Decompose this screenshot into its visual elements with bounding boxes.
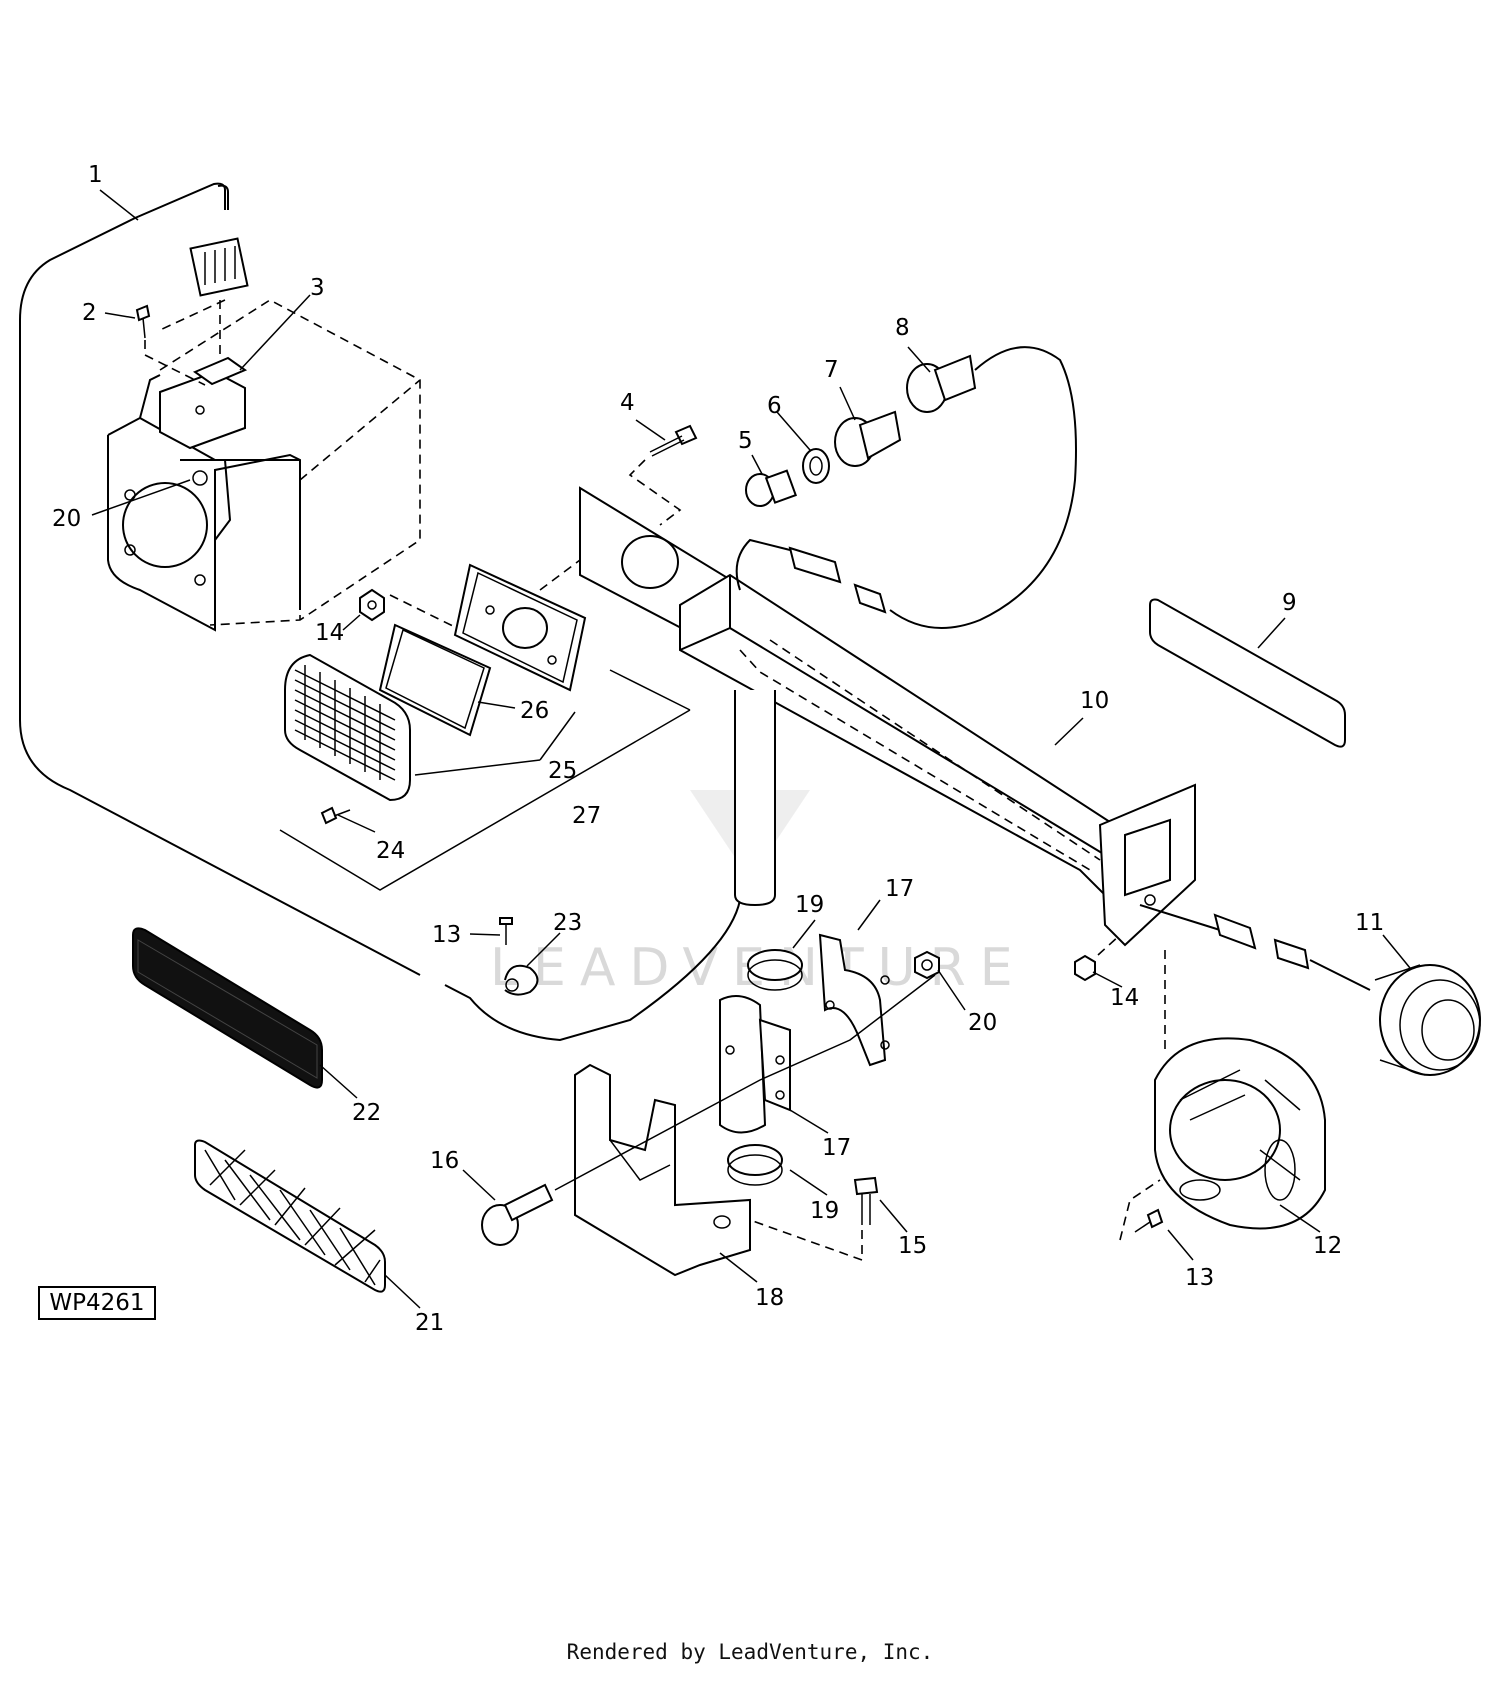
lamp-8 — [889, 346, 1077, 629]
callout-20: 20 — [52, 506, 81, 532]
bar-connector — [735, 538, 887, 614]
screw-2 — [135, 304, 206, 386]
callout-15: 15 — [898, 1233, 927, 1259]
callout-12: 12 — [1313, 1233, 1342, 1259]
callout-13-right: 13 — [1185, 1265, 1214, 1291]
callout-11: 11 — [1355, 910, 1384, 936]
screw-24 — [320, 806, 351, 825]
callout-22: 22 — [352, 1100, 381, 1126]
light-housing — [107, 299, 421, 632]
callout-16: 16 — [430, 1148, 459, 1174]
light-gasket — [378, 623, 492, 737]
callout-6: 6 — [767, 393, 782, 419]
decal-21 — [194, 1139, 386, 1293]
callout-21: 21 — [415, 1310, 444, 1336]
screw-13-right — [1119, 1179, 1164, 1241]
clip-23 — [504, 964, 539, 996]
bolt-15 — [749, 1176, 879, 1262]
callout-27: 27 — [572, 803, 601, 829]
callout-labels: 1 2 3 20 4 5 6 7 8 14 26 25 27 24 9 10 1… — [52, 162, 1384, 1336]
callout-13-left: 13 — [432, 922, 461, 948]
callout-19-bottom: 19 — [810, 1198, 839, 1224]
callout-20-lower: 20 — [968, 1010, 997, 1036]
nut-14-right — [1074, 934, 1121, 982]
callout-4: 4 — [620, 390, 635, 416]
decal-22 — [132, 927, 323, 1089]
screw-13-left — [499, 917, 513, 945]
callout-7: 7 — [824, 357, 839, 383]
bolt-16 — [481, 974, 936, 1246]
mount-bracket-18 — [574, 1063, 751, 1277]
callout-23: 23 — [553, 910, 582, 936]
nut-20-lower — [914, 950, 940, 980]
callout-3: 3 — [310, 275, 325, 301]
light-lens — [284, 653, 411, 802]
light-module — [159, 300, 248, 450]
callout-18: 18 — [755, 1285, 784, 1311]
render-credit: Rendered by LeadVenture, Inc. — [566, 1640, 934, 1664]
bushing-19-bottom — [727, 1144, 783, 1186]
callout-26: 26 — [520, 698, 549, 724]
wiring-harness — [19, 182, 741, 1042]
leader-lines — [91, 189, 1411, 1309]
callout-9: 9 — [1282, 590, 1297, 616]
callout-14-right: 14 — [1110, 985, 1139, 1011]
decal-9 — [1149, 598, 1346, 748]
clamp-17-left — [719, 995, 791, 1134]
bolt-4 — [628, 424, 698, 526]
bracket-dash-lines — [279, 559, 691, 891]
light-guard — [1154, 950, 1326, 1230]
callout-25: 25 — [548, 758, 577, 784]
nut-14-left — [359, 588, 466, 633]
callout-14: 14 — [315, 620, 344, 646]
ring-6 — [802, 448, 830, 484]
figure-id-label: WP4261 — [38, 1286, 156, 1320]
callout-24: 24 — [376, 838, 405, 864]
callout-1: 1 — [88, 162, 103, 188]
socket-7 — [834, 410, 902, 467]
callout-2: 2 — [82, 300, 97, 326]
bushing-19-top — [747, 949, 803, 991]
callout-17-top: 17 — [885, 876, 914, 902]
main-bar — [579, 486, 1196, 947]
bulb-5 — [745, 469, 798, 507]
callout-5: 5 — [738, 428, 753, 454]
vertical-post — [734, 690, 776, 907]
right-light — [1139, 904, 1481, 1076]
light-bracket — [453, 563, 587, 692]
callout-8: 8 — [895, 315, 910, 341]
callout-17-bottom: 17 — [822, 1135, 851, 1161]
callout-19-top: 19 — [795, 892, 824, 918]
harness-connector — [189, 237, 249, 297]
callout-10: 10 — [1080, 688, 1109, 714]
clamp-17-right — [818, 933, 890, 1067]
